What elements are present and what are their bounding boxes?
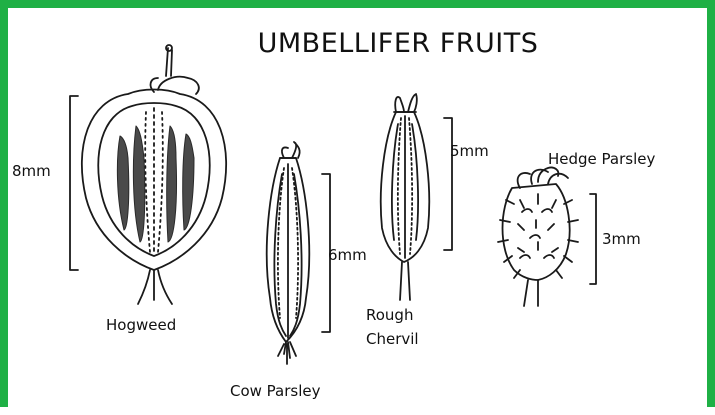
rough-chervil-name-line1: Rough [366,304,413,326]
rough-chervil-name-line2: Chervil [366,328,419,350]
cow-parsley-name-label: Cow Parsley [230,380,321,402]
cow-parsley-fruit-drawing [267,142,310,364]
hogweed-vittae [117,126,194,242]
hedge-parsley-scale-bar [590,194,596,284]
hogweed-scale-bar [70,96,78,270]
rough-chervil-scale-bar [444,118,452,250]
hogweed-name-label: Hogweed [106,314,176,336]
hogweed-fruit-drawing [82,45,226,304]
hogweed-size-label: 8mm [12,160,51,182]
hedge-parsley-size-label: 3mm [602,228,641,250]
diagram-drawing [8,8,715,415]
rough-chervil-fruit-drawing [381,94,429,300]
cow-parsley-size-label: 6mm [328,244,367,266]
figure-title: UMBELLIFER FRUITS [228,28,568,59]
rough-chervil-size-label: 5mm [450,140,489,162]
hedge-parsley-name-label: Hedge Parsley [548,148,655,170]
hedge-parsley-fruit-drawing [498,167,578,306]
